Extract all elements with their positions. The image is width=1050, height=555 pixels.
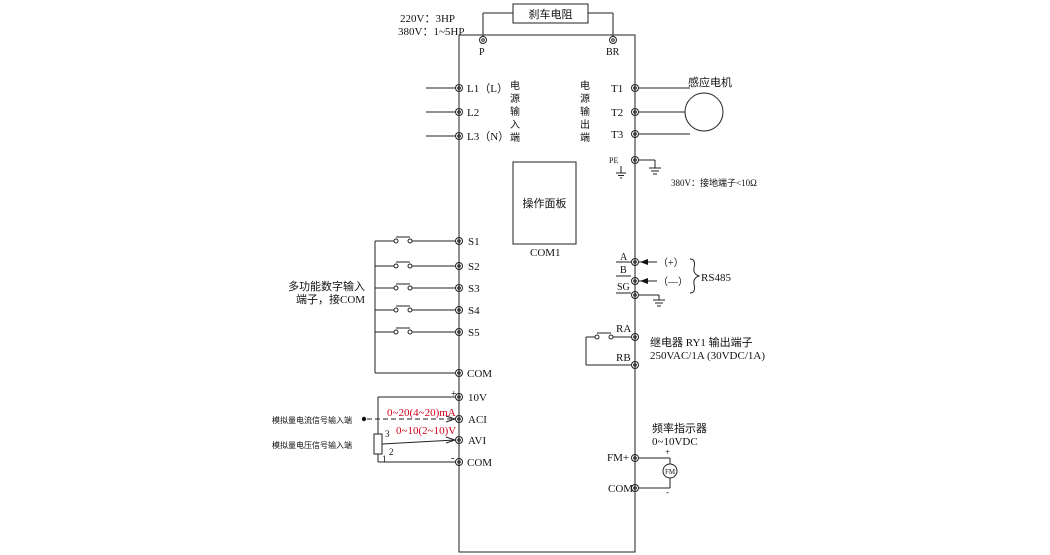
- power-input-label-char: 输: [510, 105, 520, 118]
- digital-input-group-label: 多功能数字输入: [288, 279, 365, 293]
- power-input-label-char: 电: [510, 79, 520, 92]
- ground-note: 380V：接地端子<10Ω: [671, 177, 757, 188]
- operation-panel: [512, 161, 577, 245]
- terminal-pe-label: PE: [609, 156, 618, 165]
- potentiometer: [373, 433, 383, 455]
- frequency-meter-group: 频率指示器 0~10VDC FM+ FM + - COM: [607, 421, 707, 497]
- current-range-label: 0~20(4~20)mA: [387, 407, 456, 419]
- terminal-l2-label: L2: [467, 107, 479, 119]
- terminal-p-label: P: [479, 47, 485, 58]
- motor-symbol: [684, 92, 724, 132]
- operation-panel-label: 操作面板: [523, 196, 567, 210]
- terminal-a-label: A: [620, 252, 628, 263]
- analog-plus-sign: +: [451, 389, 457, 400]
- power-output-label-char: 端: [580, 131, 590, 144]
- fm-minus-sign: -: [666, 487, 669, 497]
- fm-plus-sign: +: [665, 447, 670, 457]
- power-rating-380: 380V：1~5HP: [398, 26, 464, 38]
- power-output-group: 电 源 输 出 端 T1 T2 T3 感应电机: [580, 75, 732, 144]
- analog-input-group: 10V + ACI AVI COM - 0~20(4~20)mA 0~10(2~…: [272, 389, 492, 469]
- terminal-t3-label: T3: [611, 129, 624, 141]
- power-output-label-char: 源: [580, 92, 590, 105]
- relay-label: 继电器 RY1 输出端子: [650, 335, 753, 349]
- terminal-s4-label: S4: [468, 305, 480, 317]
- terminal-s1-label: S1: [468, 236, 480, 248]
- terminal-br-label: BR: [606, 47, 620, 58]
- digital-input-group: S1 S2 S3 S4 S5 COM 多功能数字输入 端子，接COM: [288, 236, 492, 380]
- power-output-label-char: 出: [580, 118, 590, 131]
- power-output-label-char: 输: [580, 105, 590, 118]
- pot-pin-3: 3: [385, 429, 390, 439]
- relay-rating-label: 250VAC/1A (30VDC/1A): [650, 350, 765, 362]
- rs485-plus-label: （+）: [658, 257, 684, 269]
- power-rating-220: 220V：3HP: [400, 13, 455, 25]
- pe-ground: PE 380V：接地端子<10Ω: [609, 156, 757, 188]
- terminal-l1-label: L1（L）: [467, 82, 508, 95]
- terminal-s2-label: S2: [468, 261, 480, 273]
- terminal-ra-label: RA: [616, 323, 631, 335]
- terminal-s3-label: S3: [468, 283, 480, 295]
- terminal-b-label: B: [620, 265, 627, 276]
- terminal-com-fm-label: COM: [608, 483, 633, 495]
- fm-meter-label: FM: [665, 468, 676, 476]
- com1-label: COM1: [530, 247, 561, 259]
- rs485-group: A （+） B （—） SG RS485: [616, 252, 731, 307]
- terminal-t2-label: T2: [611, 107, 623, 119]
- power-output-label-char: 电: [580, 79, 590, 92]
- current-input-label: 模拟量电流信号输入端: [272, 415, 352, 425]
- freq-meter-label: 频率指示器: [652, 421, 707, 435]
- rs485-label: RS485: [701, 272, 731, 284]
- power-input-group: L1（L） L2 L3（N） 电 源 输 入 端: [426, 79, 520, 144]
- terminal-p: [479, 36, 487, 44]
- voltage-range-label: 0~10(2~10)V: [396, 425, 456, 437]
- analog-minus-sign: -: [451, 453, 454, 464]
- brake-resistor: 刹车电阻: [482, 3, 614, 37]
- terminal-aci-label: ACI: [468, 414, 487, 426]
- freq-meter-range-label: 0~10VDC: [652, 436, 698, 448]
- voltage-input-label: 模拟量电压信号输入端: [272, 440, 352, 450]
- power-input-label-char: 入: [510, 120, 520, 131]
- terminal-fm-plus-label: FM+: [607, 452, 629, 464]
- terminal-br: [609, 36, 617, 44]
- terminal-l3-label: L3（N）: [467, 130, 509, 143]
- power-input-label-char: 源: [510, 92, 520, 105]
- motor-label: 感应电机: [688, 75, 732, 89]
- rs485-minus-label: （—）: [658, 276, 688, 288]
- terminal-t1-label: T1: [611, 83, 623, 95]
- relay-group: RA RB 继电器 RY1 输出端子 250VAC/1A (30VDC/1A): [585, 323, 765, 369]
- pot-pin-2: 2: [389, 447, 394, 457]
- power-input-label-char: 端: [510, 131, 520, 144]
- terminal-com-digital-label: COM: [467, 368, 492, 380]
- terminal-sg-label: SG: [617, 282, 630, 293]
- inverter-body: [458, 34, 636, 553]
- pot-pin-1: 1: [382, 454, 387, 464]
- rs485-brace: [689, 258, 701, 294]
- terminal-rb-label: RB: [616, 352, 631, 364]
- terminal-10v-label: 10V: [468, 392, 487, 404]
- brake-resistor-label: 刹车电阻: [529, 7, 573, 21]
- digital-input-group-label-2: 端子，接COM: [296, 293, 365, 306]
- aci-dot: [361, 416, 367, 422]
- terminal-s5-label: S5: [468, 327, 480, 339]
- terminal-com-analog-label: COM: [467, 457, 492, 469]
- terminal-avi-label: AVI: [468, 435, 486, 447]
